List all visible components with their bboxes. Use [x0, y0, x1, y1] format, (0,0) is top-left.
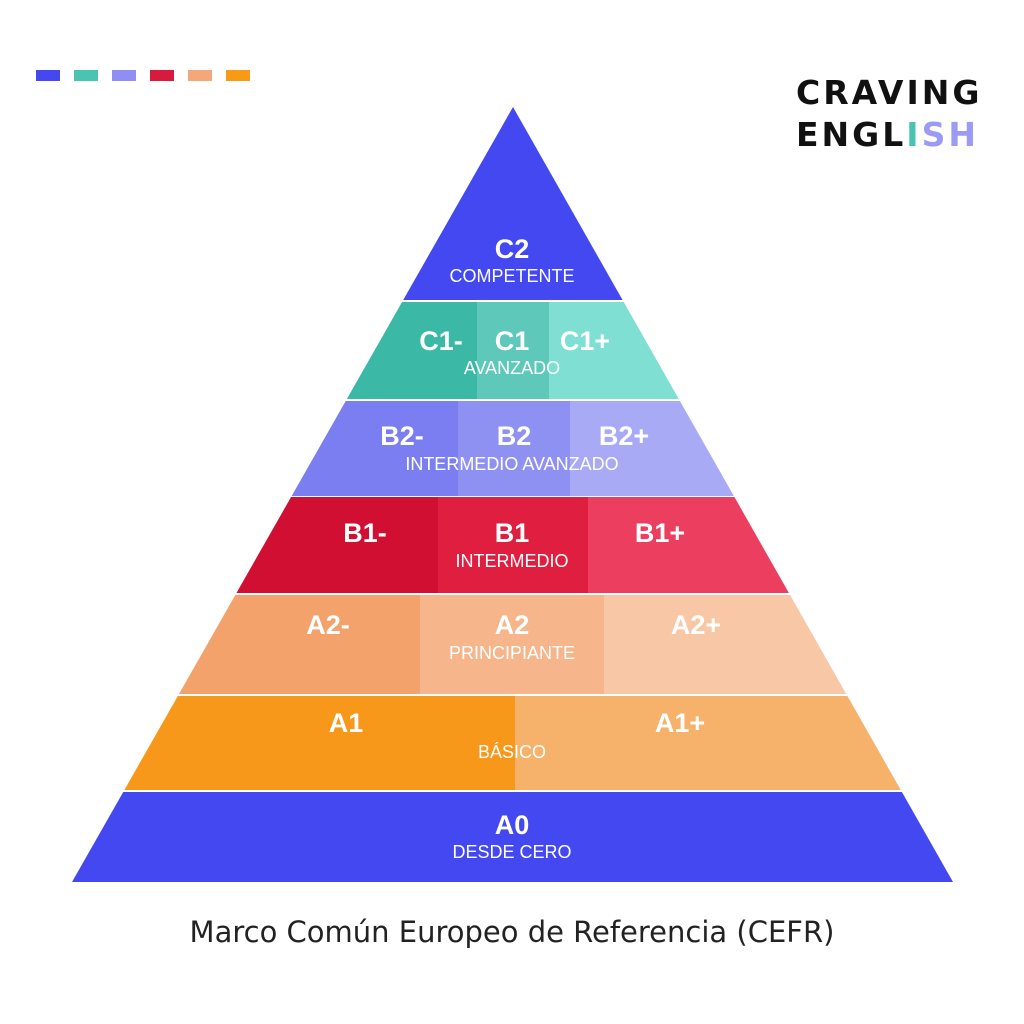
level-b1-label: INTERMEDIO	[455, 551, 568, 571]
level-a1-plus-code: A1+	[655, 708, 705, 738]
band-a2-minus	[72, 595, 420, 694]
palette-swatch-peach	[188, 70, 212, 81]
level-c1-code: C1	[495, 326, 530, 356]
level-a1-label: BÁSICO	[478, 742, 546, 762]
level-b1-plus-code: B1+	[635, 518, 685, 548]
level-a2-label: PRINCIPIANTE	[449, 643, 575, 663]
logo-part-i: I	[906, 115, 922, 154]
color-palette	[36, 70, 250, 81]
level-a0-code: A0	[495, 810, 530, 840]
level-b2-code: B2	[497, 421, 532, 451]
level-b1-code: B1	[495, 518, 530, 548]
band-b2	[458, 401, 570, 496]
band-c1-minus	[72, 302, 477, 399]
level-a2-minus-code: A2-	[306, 610, 350, 640]
palette-swatch-red	[150, 70, 174, 81]
diagram-caption: Marco Común Europeo de Referencia (CEFR)	[189, 915, 835, 949]
brand-logo: CRAVING ENGLISH	[796, 72, 982, 156]
palette-swatch-teal	[74, 70, 98, 81]
logo-line-1: CRAVING	[796, 73, 983, 112]
level-c2-code: C2	[495, 234, 530, 264]
level-b2-minus-code: B2-	[380, 421, 424, 451]
level-c1-plus-code: C1+	[560, 326, 610, 356]
level-c1-minus-code: C1-	[419, 326, 463, 356]
level-c2-label: COMPETENTE	[449, 266, 574, 286]
band-a2	[420, 595, 604, 694]
level-a0-label: DESDE CERO	[452, 842, 571, 862]
band-c1	[477, 302, 549, 399]
band-a1	[72, 696, 515, 790]
level-b2-label: INTERMEDIO AVANZADO	[405, 454, 618, 474]
palette-swatch-orange	[226, 70, 250, 81]
palette-swatch-blue	[36, 70, 60, 81]
level-b1-minus-code: B1-	[343, 518, 387, 548]
level-a1-code: A1	[329, 708, 364, 738]
band-b1	[438, 497, 588, 593]
level-a2-plus-code: A2+	[671, 610, 721, 640]
level-a2-code: A2	[495, 610, 530, 640]
band-a1-plus	[515, 696, 953, 790]
level-b2-plus-code: B2+	[599, 421, 649, 451]
palette-swatch-lavender	[112, 70, 136, 81]
band-c1-plus	[549, 302, 953, 399]
logo-part-sh: SH	[921, 115, 979, 154]
band-a0	[72, 792, 953, 882]
logo-line-2: ENGLISH	[796, 114, 982, 156]
level-c1-label: AVANZADO	[464, 358, 560, 378]
logo-part-engl: ENGL	[796, 115, 907, 154]
band-a2-plus	[604, 595, 953, 694]
